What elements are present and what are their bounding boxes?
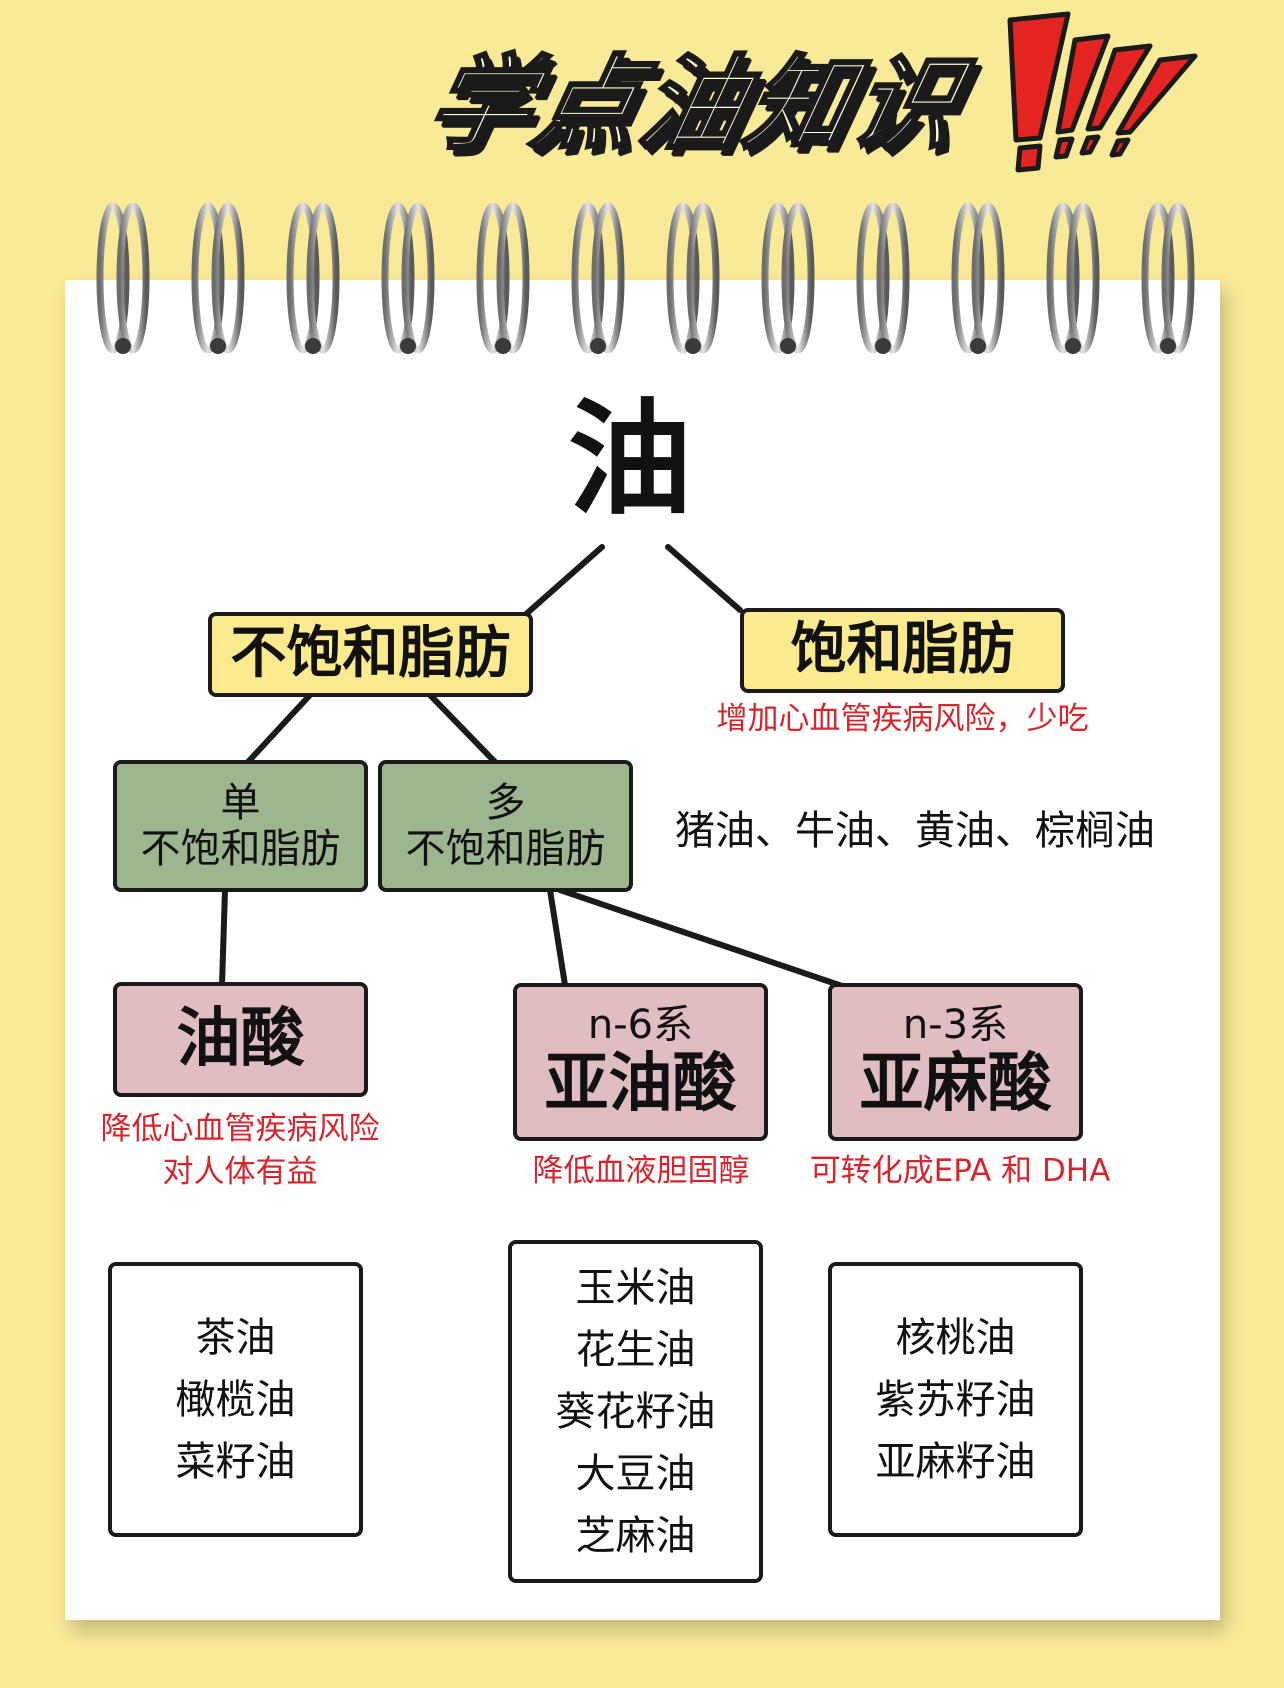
spiral-ring (686, 202, 720, 354)
list-item: 核桃油 (895, 1314, 1016, 1361)
oleic-note-line1: 降低心血管疾病风险 (100, 1111, 380, 1147)
spiral-hole (875, 338, 891, 354)
list-item: 花生油 (575, 1326, 696, 1373)
spiral-ring (666, 202, 700, 354)
spiral-hole (115, 338, 131, 354)
saturated-fat-note: 增加心血管疾病风险，少吃 (716, 701, 1089, 737)
poly-line1: 多 (485, 780, 526, 826)
spiral-hole (495, 338, 511, 354)
spiral-ring (306, 202, 340, 354)
spiral-ring (211, 202, 245, 354)
linoleic-acid-box: n-6系 亚油酸 (513, 983, 768, 1141)
mono-unsaturated-box: 单 不饱和脂肪 (113, 760, 368, 892)
mono-line1: 单 (220, 780, 261, 826)
spiral-ring (1066, 202, 1100, 354)
linoleic-oils-list: 玉米油 花生油 葵花籽油 大豆油 芝麻油 (508, 1240, 763, 1583)
root-node-oil: 油 (567, 388, 692, 532)
list-item: 茶油 (195, 1314, 276, 1361)
spiral-ring (571, 202, 605, 354)
unsaturated-fat-box: 不饱和脂肪 (208, 612, 533, 697)
spiral-ring (781, 202, 815, 354)
list-item: 橄榄油 (175, 1376, 296, 1423)
spiral-ring (1141, 202, 1175, 354)
list-item: 大豆油 (575, 1450, 696, 1497)
list-item: 芝麻油 (575, 1512, 696, 1559)
spiral-hole (210, 338, 226, 354)
spiral-ring (1046, 202, 1080, 354)
linoleic-series: n-6系 (587, 1002, 694, 1049)
linoleic-acid-note: 降低血液胆固醇 (532, 1153, 750, 1189)
spiral-ring (496, 202, 530, 354)
exclamation-marks-icon (1007, 11, 1198, 173)
spiral-hole (590, 338, 606, 354)
spiral-binding-icon (96, 202, 1195, 354)
linolenic-acid-name: 亚麻酸 (859, 1047, 1052, 1122)
poly-unsaturated-box: 多 不饱和脂肪 (378, 760, 633, 892)
spiral-hole (1160, 338, 1176, 354)
linoleic-acid-name: 亚油酸 (544, 1047, 737, 1122)
spiral-hole (685, 338, 701, 354)
spiral-ring (761, 202, 795, 354)
spiral-ring (401, 202, 435, 354)
spiral-ring (381, 202, 415, 354)
list-item: 葵花籽油 (555, 1388, 716, 1435)
oleic-acid-note: 降低心血管疾病风险 对人体有益 (80, 1108, 400, 1195)
spiral-ring (1161, 202, 1195, 354)
oleic-oils-list: 茶油 橄榄油 菜籽油 (108, 1262, 363, 1537)
saturated-fat-box: 饱和脂肪 (740, 608, 1065, 693)
spiral-ring (286, 202, 320, 354)
spiral-ring (971, 202, 1005, 354)
spiral-ring (591, 202, 625, 354)
spiral-ring (876, 202, 910, 354)
spiral-ring (116, 202, 150, 354)
list-item: 亚麻籽油 (875, 1438, 1036, 1485)
spiral-ring (96, 202, 130, 354)
spiral-ring (951, 202, 985, 354)
spiral-hole (970, 338, 986, 354)
list-item: 菜籽油 (175, 1438, 296, 1485)
saturated-fat-examples: 猪油、牛油、黄油、棕榈油 (675, 808, 1155, 854)
oleic-note-line2: 对人体有益 (162, 1154, 318, 1191)
list-item: 紫苏籽油 (875, 1376, 1036, 1423)
linolenic-series: n-3系 (902, 1002, 1009, 1049)
spiral-hole (400, 338, 416, 354)
linolenic-acid-box: n-3系 亚麻酸 (828, 983, 1083, 1141)
spiral-hole (305, 338, 321, 354)
spiral-ring (476, 202, 510, 354)
spiral-hole (780, 338, 796, 354)
spiral-ring (191, 202, 225, 354)
linolenic-acid-note: 可转化成EPA 和 DHA (809, 1153, 1111, 1189)
list-item: 玉米油 (575, 1264, 696, 1311)
oleic-acid-name: 油酸 (176, 1001, 305, 1076)
unsaturated-fat-label: 不饱和脂肪 (230, 621, 511, 687)
poly-line2: 不饱和脂肪 (405, 826, 606, 872)
oleic-acid-box: 油酸 (113, 982, 368, 1097)
saturated-fat-label: 饱和脂肪 (790, 617, 1015, 683)
mono-line2: 不饱和脂肪 (140, 826, 341, 872)
spiral-hole (1065, 338, 1081, 354)
linolenic-oils-list: 核桃油 紫苏籽油 亚麻籽油 (828, 1262, 1083, 1537)
spiral-ring (856, 202, 890, 354)
